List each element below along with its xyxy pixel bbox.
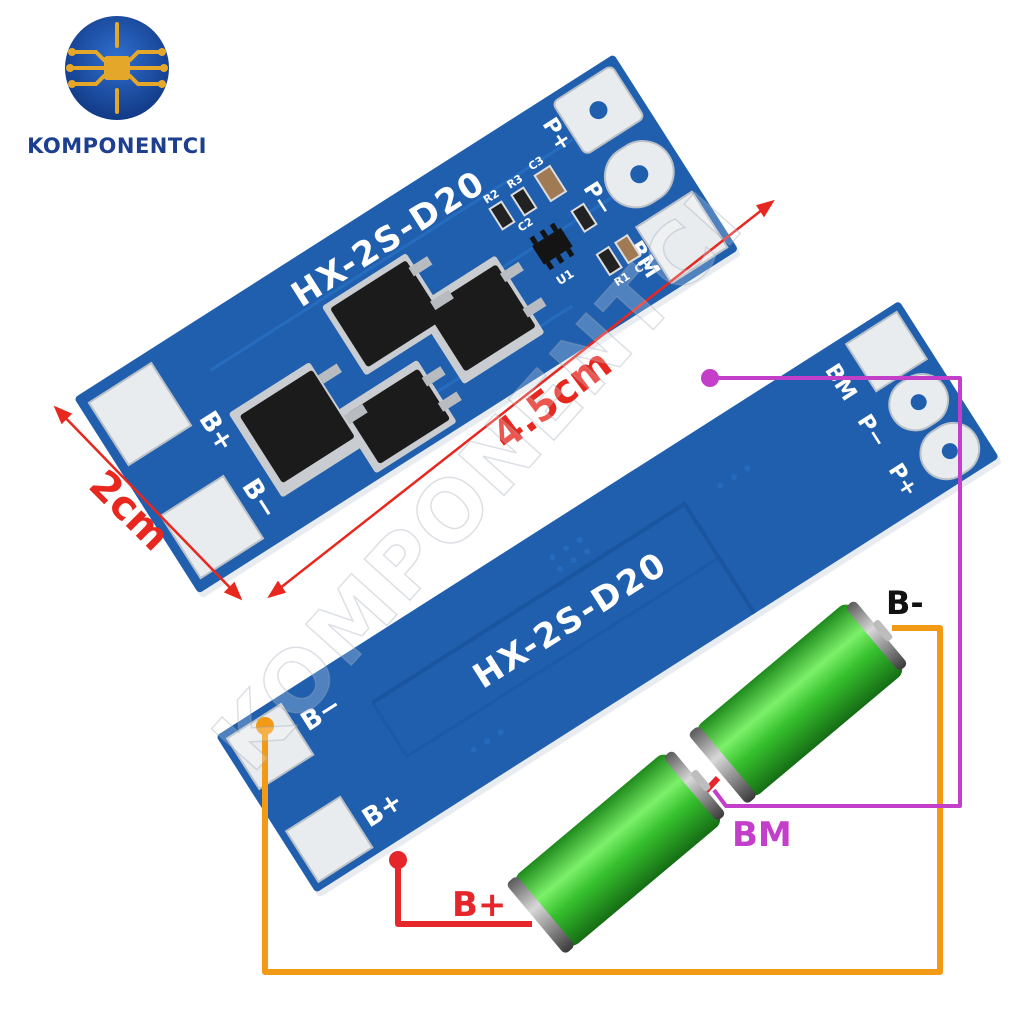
mosfet-group [229, 254, 547, 497]
pcb-top-view: B+ B− P+ P− BM HX-2S-D20 [75, 55, 741, 598]
wire-b-minus [262, 625, 943, 975]
wire-label-b-plus: B+ [452, 885, 506, 925]
ic-u1 [532, 227, 573, 265]
wire-bm [710, 376, 962, 808]
pad-bm [844, 310, 929, 393]
battery-cell-lower [507, 751, 725, 953]
battery-cell-upper [689, 601, 907, 803]
pad-b-plus [284, 795, 374, 884]
pad-b-plus [87, 361, 193, 467]
wire-label-b-minus: B- [886, 584, 924, 622]
passive-components [488, 164, 642, 277]
pad-b-minus [159, 474, 265, 580]
wire-b-plus-dot [389, 851, 407, 869]
wire-b-plus [395, 860, 532, 927]
pcb-bottom-view: B− B+ BM P− P+ HX-2S-D20 [217, 302, 1001, 897]
brand-logo [65, 16, 169, 120]
wire-label-bm: BM [732, 815, 792, 855]
wire-bm-dot [701, 369, 719, 387]
wire-b-minus-dot [256, 717, 274, 735]
pad-b-minus [225, 702, 315, 791]
brand-name: KOMPONENTCI [27, 134, 207, 158]
pad-bm [634, 190, 729, 285]
dimension-lines [53, 199, 775, 601]
